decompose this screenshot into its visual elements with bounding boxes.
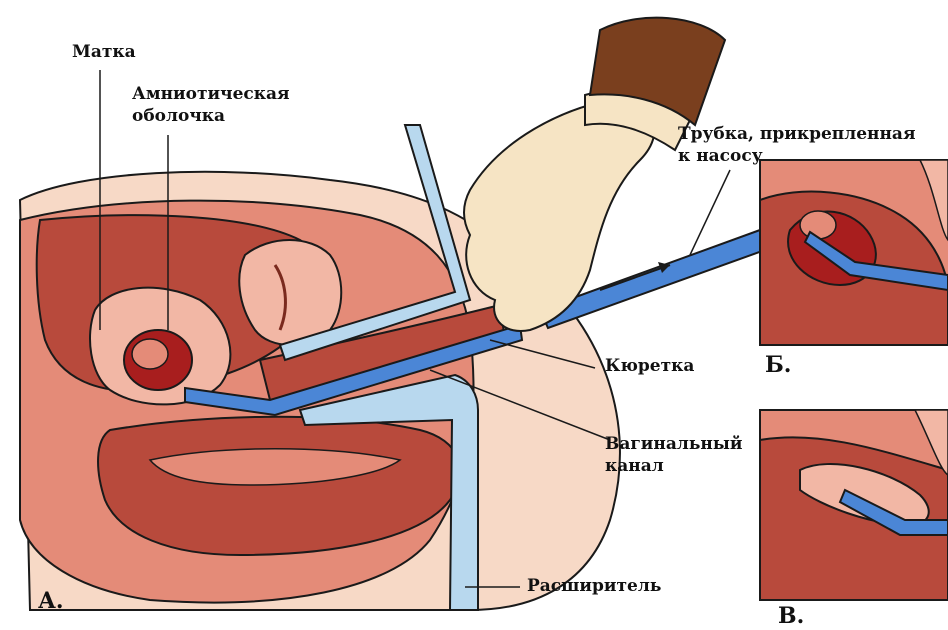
- panel-c-inset: [760, 410, 948, 600]
- panel-label-a: А.: [38, 588, 64, 614]
- panel-b-inset: [760, 160, 948, 345]
- label-curette: Кюретка: [605, 356, 694, 377]
- label-dilator: Расширитель: [527, 576, 661, 597]
- label-vaginal-1: Вагинальный: [605, 434, 743, 455]
- label-uterus: Матка: [72, 42, 136, 63]
- label-tube-1: Трубка, прикрепленная: [678, 124, 916, 145]
- panel-b-sac: [800, 211, 836, 239]
- embryo: [132, 339, 168, 369]
- label-vaginal-2: канал: [605, 456, 664, 477]
- label-amniotic-1: Амниотическая: [132, 84, 290, 105]
- panel-label-c: В.: [778, 603, 804, 629]
- panel-label-b: Б.: [765, 352, 791, 378]
- bladder: [239, 240, 341, 345]
- label-amniotic-2: оболочка: [132, 106, 225, 127]
- label-tube-2: к насосу: [678, 146, 763, 167]
